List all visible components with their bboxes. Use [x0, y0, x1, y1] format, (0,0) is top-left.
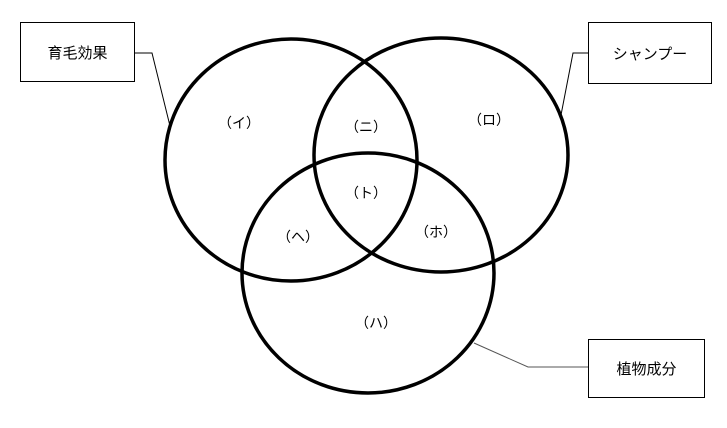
region-label-ro: （ロ） [468, 113, 510, 129]
region-label-i: （イ） [218, 116, 260, 132]
set-label-plant-ingredients: 植物成分 [616, 360, 677, 378]
label-box-plant-ingredients: 植物成分 [588, 339, 705, 398]
leader-line-hair-growth [134, 52, 171, 127]
leader-line-shampoo [560, 52, 588, 116]
region-label-he: （ヘ） [277, 230, 319, 246]
region-label-ha: （ハ） [355, 316, 397, 332]
circle-plant-ingredients [240, 151, 496, 395]
label-box-hair-growth: 育毛効果 [20, 22, 135, 82]
circle-hair-growth [163, 37, 419, 283]
set-label-hair-growth: 育毛効果 [47, 43, 108, 62]
region-label-to: （ト） [345, 186, 387, 202]
region-label-ni: （ニ） [345, 120, 387, 136]
leader-line-plant-ingredients [473, 342, 588, 368]
circle-shampoo [312, 36, 570, 274]
set-label-shampoo: シャンプー [612, 44, 688, 63]
region-label-ho: （ホ） [415, 225, 457, 241]
label-box-shampoo: シャンプー [588, 22, 712, 84]
